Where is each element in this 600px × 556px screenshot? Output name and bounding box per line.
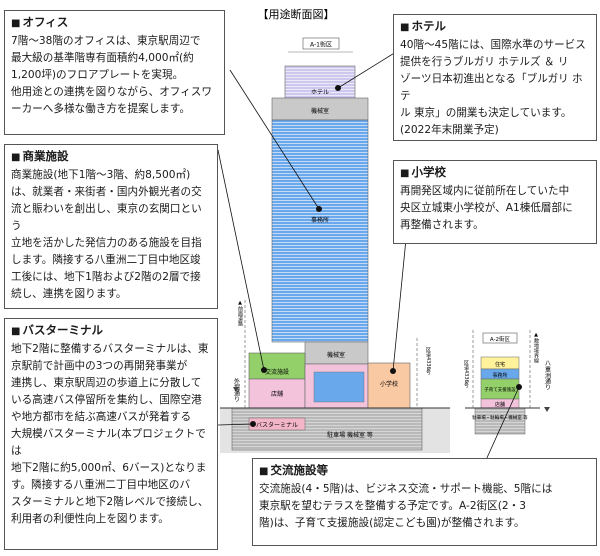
parking-label: 駐車場 機械室 等 <box>327 431 373 439</box>
school-info-box: ■小学校 再開発区域内に従前所在していた中 央区立城東小学校が、A1棟低層部に … <box>393 160 597 244</box>
school-label: 小学校 <box>380 380 398 388</box>
hotel-floors <box>284 65 356 99</box>
office-floor-label: 事務所 <box>311 216 329 224</box>
bus-info-box: ■バスターミナル 地下2階に整備するバスターミナルは、東 京駅前で計画中の3つの… <box>4 318 218 550</box>
exchange-label: 交流施設 <box>265 368 289 376</box>
machine-room-upper-label: 機械室 <box>311 107 329 115</box>
road-width-a1: 区道4336号 <box>425 347 431 376</box>
diagram-title: 【用途断面図】 <box>258 7 335 21</box>
setback-label-left: ▲前面道路 <box>237 300 243 327</box>
leader-office <box>229 69 320 210</box>
leader-hotel <box>337 51 397 89</box>
a2-childcare-label: 子育て支援施設 <box>484 386 516 393</box>
office-info-title: ■オフィス <box>11 15 69 29</box>
a2-residential-label: 住宅 <box>495 361 505 368</box>
tower-a2-label-box <box>482 332 518 344</box>
office-info-body: 7階～38階のオフィスは、東京駅周辺で 最大級の基準階専有面積約4,000㎡(約… <box>11 35 212 115</box>
commercial-info-box: ■商業施設 商業施設(地下1階～3階、約8,500㎡) は、就業者・来街者・国内… <box>4 144 218 309</box>
a2-office-label: 事務所 <box>492 372 507 379</box>
tower-a2-label: A-2街区 <box>490 335 511 343</box>
school-floors <box>367 362 411 409</box>
exchange-info-title: ■交流施設等 <box>259 463 328 477</box>
shop-label: 店舗 <box>271 390 283 398</box>
bus-info-title: ■バスターミナル <box>11 323 103 337</box>
a2-underground-label: 駐車場・駐輪場・機械室 等 <box>472 414 528 421</box>
hotel-info-body: 40階～45階には、国際水準のサービス 提供を行うブルガリ ホテルズ ＆ リ ゾ… <box>400 39 586 136</box>
machine-room-lower-label: 機械室 <box>327 351 345 359</box>
leader-bus <box>217 423 254 426</box>
bus-info-body: 地下2階に整備するバスターミナルは、東 京駅前で計画中の3つの再開発事業が 連携… <box>11 343 209 525</box>
a2-road-width: 区道4336号 <box>463 360 469 389</box>
a2-shop-label: 店舗 <box>495 401 505 408</box>
leader-exchange <box>217 149 265 371</box>
podium-office <box>313 371 365 403</box>
commercial-info-title: ■商業施設 <box>11 149 69 163</box>
hotel-info-title: ■ホテル <box>400 19 446 33</box>
a2-underground <box>474 407 526 435</box>
shop-floors <box>248 378 306 409</box>
a2-setback-label: ▲敷地境界線 <box>533 332 539 363</box>
school-info-body: 再開発区域内に従前所在していた中 央区立城東小学校が、A1棟低層部に 再整備され… <box>400 185 573 231</box>
leader-a2 <box>485 386 520 461</box>
exchange-info-body: 交流施設(4・5階)は、ビジネス交流・サポート機能、5階には 東京駅を望むテラス… <box>259 483 553 529</box>
office-floors <box>271 119 369 343</box>
tower-a1-label-box <box>302 37 340 50</box>
hotel-floor-label: ホテル <box>311 89 329 96</box>
office-info-box: ■オフィス 7階～38階のオフィスは、東京駅周辺で 最大級の基準階専有面積約4,… <box>4 10 225 135</box>
exchange-info-box: ■交流施設等 交流施設(4・5階)は、ビジネス交流・サポート機能、5階には 東京… <box>252 458 597 546</box>
a2-road-label: 八重洲通り <box>544 360 551 390</box>
school-info-title: ■小学校 <box>400 165 446 179</box>
commercial-info-body: 商業施設(地下1階～3階、約8,500㎡) は、就業者・来街者・国内外観光者の交… <box>11 169 202 300</box>
bus-terminal-label: バスターミナル <box>256 421 298 429</box>
hotel-info-box: ■ホテル 40階～45階には、国際水準のサービス 提供を行うブルガリ ホテルズ … <box>393 14 597 141</box>
tower-a1-label: A-1街区 <box>310 41 332 49</box>
